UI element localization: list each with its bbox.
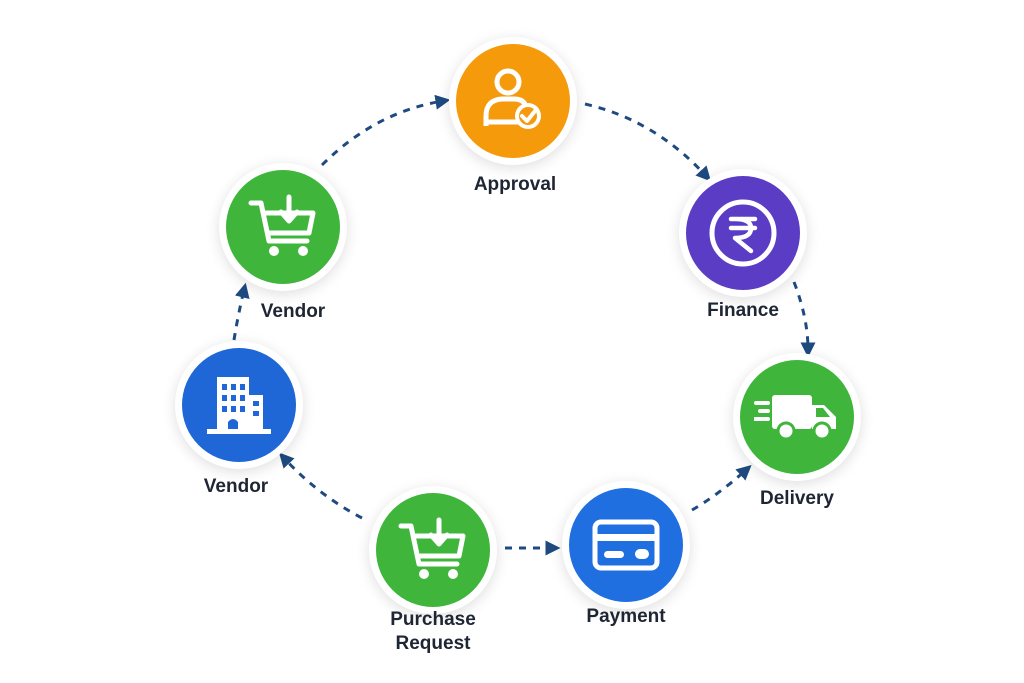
purchase-request-node	[376, 493, 490, 607]
payment-label: Payment	[586, 606, 666, 627]
vendor-building-node	[182, 348, 296, 462]
delivery-label: Delivery	[760, 488, 834, 509]
finance-label: Finance	[707, 300, 779, 321]
arrow-purchase-to-building	[278, 452, 363, 520]
credit-card-icon	[592, 519, 660, 571]
arrow-approval-to-finance	[584, 102, 712, 182]
truck-icon	[754, 395, 836, 441]
vendor-building-label: Vendor	[203, 476, 269, 497]
user-check-icon	[483, 68, 541, 129]
cart-icon	[398, 517, 466, 579]
purchase-request-label-line1: Purchase	[390, 609, 476, 630]
approval-node	[456, 44, 570, 158]
rupee-icon	[709, 199, 777, 267]
vendor-cart-node	[226, 170, 340, 284]
finance-node	[686, 176, 800, 290]
vendor-cart-label: Vendor	[260, 301, 326, 322]
approval-label: Approval	[473, 174, 557, 195]
arrow-vendor-to-approval	[320, 94, 451, 167]
cart-icon	[248, 194, 316, 256]
arrow-finance-to-delivery	[792, 281, 816, 358]
building-icon	[207, 377, 271, 434]
delivery-node	[740, 360, 854, 474]
purchase-request-label: Purchase Request	[390, 608, 476, 656]
purchase-request-label-line2: Request	[395, 633, 471, 654]
arrow-payment-to-delivery	[691, 465, 752, 512]
arrow-building-to-vendor	[232, 282, 250, 341]
payment-node	[569, 488, 683, 602]
